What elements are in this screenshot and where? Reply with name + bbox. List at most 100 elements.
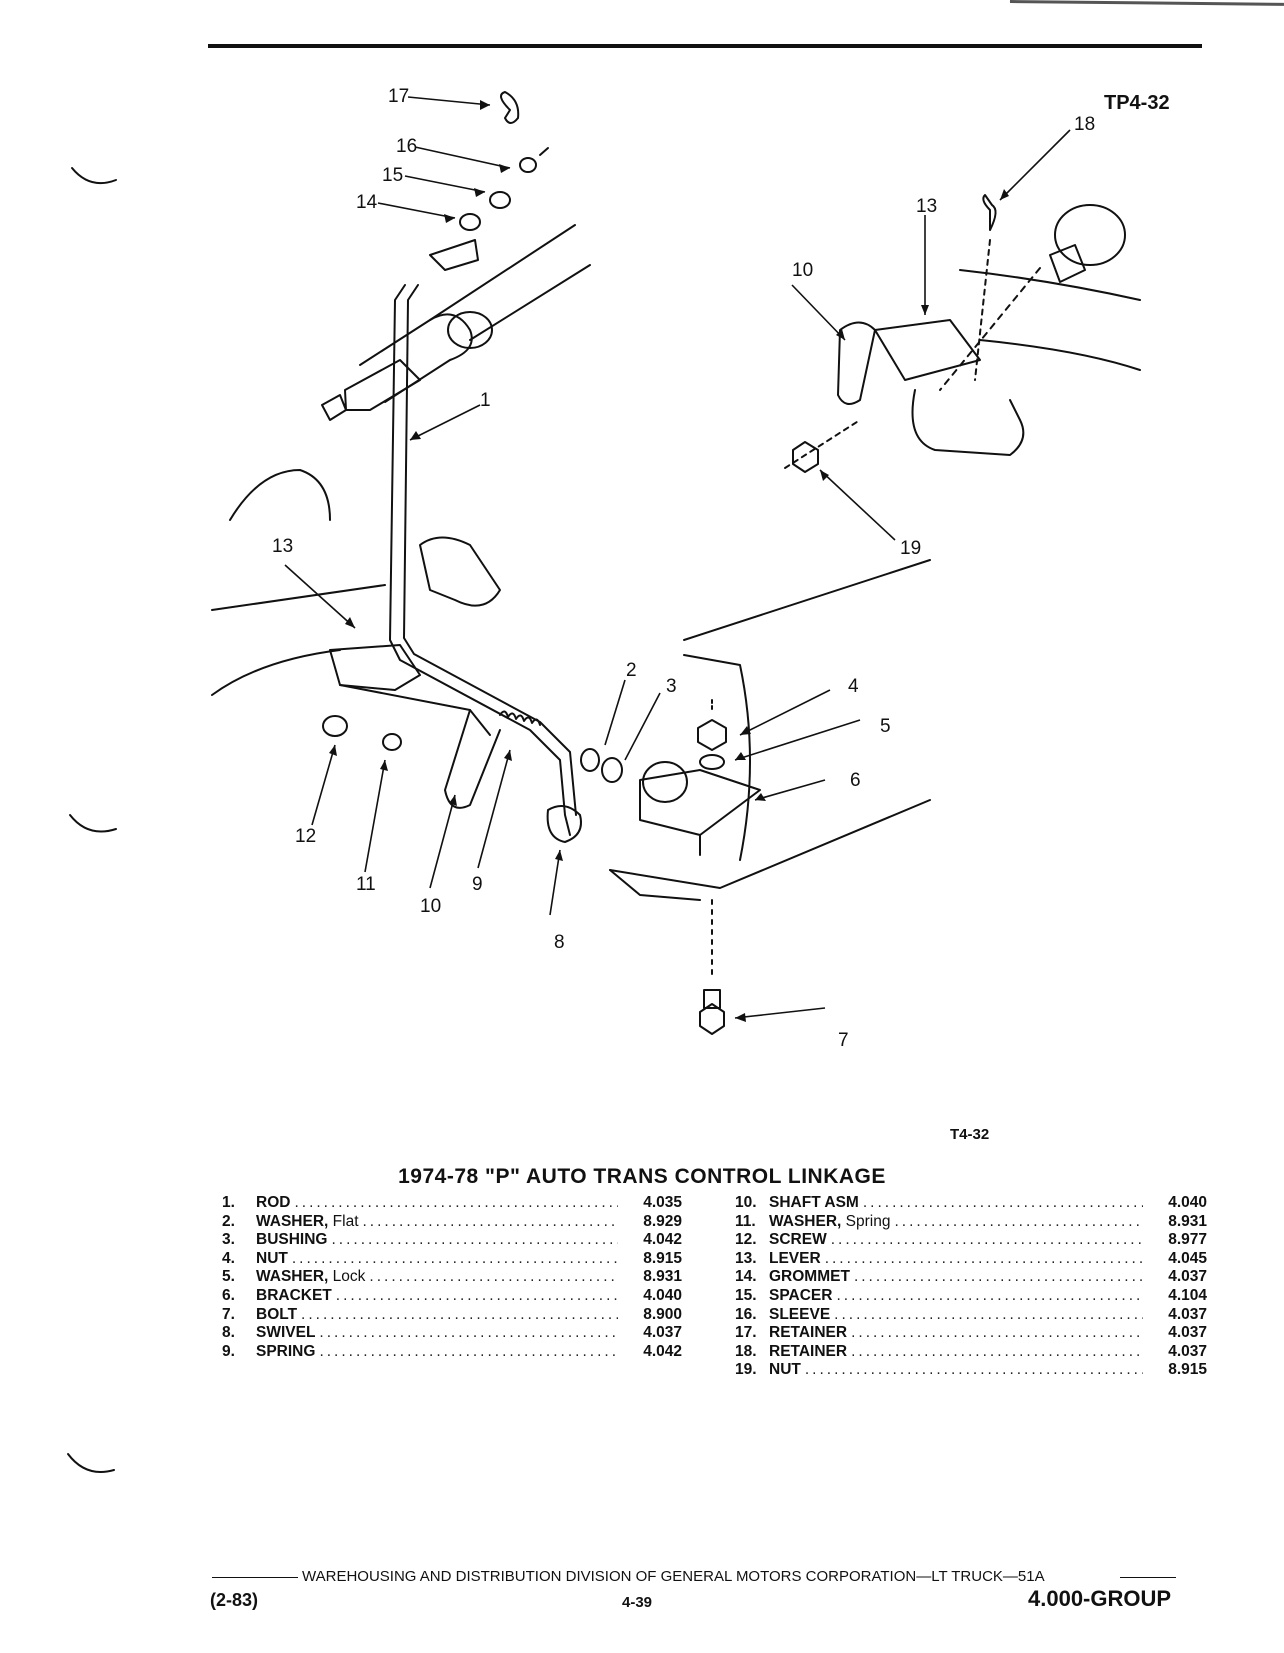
part-name-text: SCREW bbox=[769, 1231, 827, 1249]
part-name-text: WASHER, bbox=[769, 1212, 842, 1230]
part-name: WASHER, Flat bbox=[256, 1213, 359, 1232]
leader-dots bbox=[294, 1194, 618, 1213]
part-name: SPRING bbox=[256, 1343, 315, 1362]
part-name-text: WASHER, bbox=[256, 1268, 329, 1286]
lever-right bbox=[874, 319, 981, 381]
part-name: SPACER bbox=[769, 1287, 832, 1306]
leader-dots bbox=[825, 1250, 1143, 1269]
part-code: 4.035 bbox=[643, 1194, 682, 1211]
part-code: 4.037 bbox=[1168, 1324, 1207, 1342]
part-name-text: BRACKET bbox=[256, 1286, 332, 1304]
part-number: 13. bbox=[735, 1249, 757, 1267]
part-number: 14. bbox=[735, 1268, 757, 1286]
callout-1: 1 bbox=[480, 390, 491, 411]
diagram-code-top: TP4-32 bbox=[1104, 92, 1170, 114]
part-name: LEVER bbox=[769, 1250, 821, 1269]
shaft-asm-right bbox=[837, 321, 876, 405]
leader-dots bbox=[369, 1268, 618, 1287]
washer-2 bbox=[580, 748, 600, 772]
parts-row: 18.RETAINER 4.037 bbox=[735, 1343, 1207, 1362]
part-code: 4.037 bbox=[643, 1324, 682, 1342]
part-name: NUT bbox=[256, 1250, 288, 1269]
steering-column-body bbox=[359, 313, 473, 403]
part-name: BRACKET bbox=[256, 1287, 332, 1306]
part-number: 2. bbox=[222, 1212, 235, 1230]
parts-row: 3.BUSHING 4.042 bbox=[222, 1231, 682, 1250]
parts-row: 2.WASHER, Flat8.929 bbox=[222, 1213, 682, 1232]
lever-13 bbox=[444, 709, 501, 809]
parts-list-left: 1.ROD 4.035 2.WASHER, Flat8.929 3.BUSHIN… bbox=[222, 1194, 682, 1361]
leader-dots bbox=[319, 1343, 618, 1362]
parts-row: 9. SPRING 4.042 bbox=[222, 1343, 682, 1362]
shaft-rod bbox=[339, 684, 491, 736]
parts-row: 8. SWIVEL 4.037 bbox=[222, 1324, 682, 1343]
retainer-17 bbox=[500, 91, 520, 124]
parts-row: 16.SLEEVE 4.037 bbox=[735, 1306, 1207, 1325]
callout-3: 3 bbox=[666, 676, 677, 697]
part-number: 4. bbox=[222, 1249, 235, 1267]
callout-19: 19 bbox=[900, 538, 922, 559]
part-number: 8. bbox=[222, 1324, 235, 1342]
part-number: 9. bbox=[222, 1342, 235, 1360]
parts-row: 11. WASHER, Spring 8.931 bbox=[735, 1213, 1207, 1232]
leader-dots bbox=[863, 1194, 1143, 1213]
steering-column-tube bbox=[429, 224, 591, 341]
part-code: 4.037 bbox=[1168, 1342, 1207, 1360]
parts-row: 4. NUT 8.915 bbox=[222, 1250, 682, 1269]
binding-mark bbox=[69, 814, 117, 833]
part-code: 8.931 bbox=[643, 1268, 682, 1286]
part-number: 11. bbox=[735, 1212, 756, 1230]
part-number: 3. bbox=[222, 1231, 235, 1249]
footer-rule-left bbox=[212, 1577, 298, 1578]
part-number: 5. bbox=[222, 1268, 235, 1286]
part-name: SWIVEL bbox=[256, 1324, 315, 1343]
part-name: BOLT bbox=[256, 1306, 297, 1325]
leader-dots bbox=[319, 1324, 618, 1343]
column-bracket bbox=[429, 239, 479, 271]
part-qualifier: Flat bbox=[332, 1212, 359, 1230]
footer-publisher: WAREHOUSING AND DISTRIBUTION DIVISION OF… bbox=[302, 1568, 1045, 1585]
part-name-text: RETAINER bbox=[769, 1324, 848, 1342]
header-rule bbox=[208, 44, 1202, 48]
callout-7: 7 bbox=[838, 1030, 849, 1051]
part-name-text: RETAINER bbox=[769, 1342, 848, 1360]
part-code: 4.104 bbox=[1168, 1286, 1207, 1304]
leader-dots bbox=[805, 1361, 1143, 1380]
callout-13-left: 13 bbox=[272, 536, 294, 557]
part-name-text: BUSHING bbox=[256, 1231, 328, 1249]
callout-4: 4 bbox=[848, 676, 859, 697]
frame-bracket-center bbox=[419, 536, 501, 607]
part-name-text: SPRING bbox=[256, 1342, 316, 1360]
parts-row: 12.SCREW 8.977 bbox=[735, 1231, 1207, 1250]
part-qualifier: Lock bbox=[332, 1268, 366, 1286]
parts-row: 6.BRACKET 4.040 bbox=[222, 1287, 682, 1306]
parts-list-title: 1974-78 "P" AUTO TRANS CONTROL LINKAGE bbox=[398, 1165, 886, 1188]
footer-group: 4.000-GROUP bbox=[1028, 1586, 1172, 1611]
part-name: ROD bbox=[256, 1194, 290, 1213]
leader-dots bbox=[831, 1231, 1143, 1250]
leader-dots bbox=[301, 1306, 618, 1325]
parts-row: 5. WASHER, Lock 8.931 bbox=[222, 1268, 682, 1287]
part-code: 8.915 bbox=[643, 1249, 682, 1267]
footer-date: (2-83) bbox=[210, 1590, 259, 1610]
part-code: 8.977 bbox=[1168, 1231, 1207, 1249]
parts-list-right: 10.SHAFT ASM 4.040 11.WASHER, Spring8.93… bbox=[735, 1194, 1207, 1380]
part-name: BUSHING bbox=[256, 1231, 327, 1250]
part-name: WASHER, Spring bbox=[769, 1213, 890, 1232]
part-number: 7. bbox=[222, 1305, 235, 1323]
part-code: 4.045 bbox=[1168, 1249, 1207, 1267]
diagram-code-bottom: T4-32 bbox=[950, 1126, 990, 1143]
part-name: SHAFT ASM bbox=[769, 1194, 859, 1213]
part-number: 1. bbox=[222, 1194, 235, 1211]
part-name-text: SHAFT ASM bbox=[769, 1194, 859, 1211]
part-code: 8.931 bbox=[1168, 1212, 1207, 1230]
part-name-text: ROD bbox=[256, 1194, 291, 1211]
bracket-6 bbox=[639, 769, 761, 836]
parts-row: 13. LEVER 4.045 bbox=[735, 1250, 1207, 1269]
leader-dots bbox=[854, 1268, 1143, 1287]
callout-8: 8 bbox=[554, 932, 565, 953]
part-number: 19. bbox=[735, 1361, 757, 1379]
part-code: 4.042 bbox=[643, 1342, 682, 1360]
leader-dots bbox=[834, 1306, 1143, 1325]
part-number: 6. bbox=[222, 1286, 235, 1304]
